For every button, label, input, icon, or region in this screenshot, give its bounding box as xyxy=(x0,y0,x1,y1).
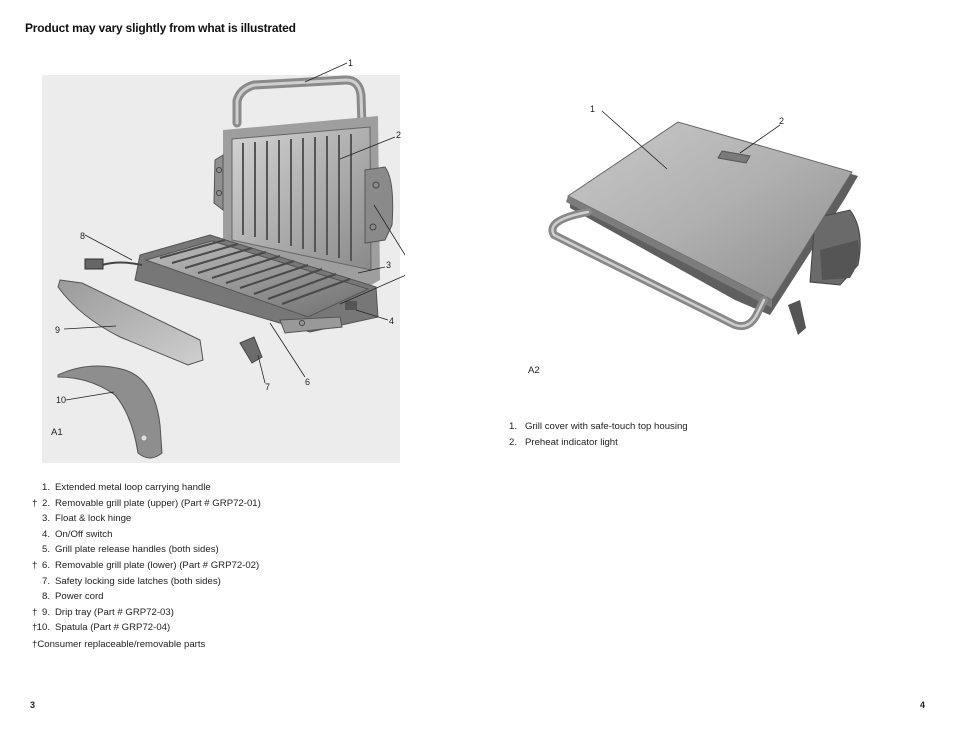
figure-a2-closed-grill: 1 2 xyxy=(548,104,861,335)
footnote: †Consumer replaceable/removable parts xyxy=(32,639,206,650)
page-number-right: 4 xyxy=(920,700,926,710)
list-item: † 6. Removable grill plate (lower) (Part… xyxy=(32,559,260,571)
grill-lid xyxy=(567,121,853,301)
spatula xyxy=(57,365,163,459)
upper-plate-ridges xyxy=(242,134,352,261)
left-release-handle xyxy=(213,154,224,212)
callout-2: 2 xyxy=(396,130,401,140)
figure-a1-open-grill: 1 2 3 5 4 6 7 8 9 10 xyxy=(42,58,405,463)
latch xyxy=(788,300,806,335)
callout-6: 6 xyxy=(305,377,310,387)
callout-10: 10 xyxy=(56,395,66,405)
list-item: † 9. Drip tray (Part # GRP72-03) xyxy=(32,606,174,618)
list-item: 8. Power cord xyxy=(41,591,104,603)
list-item: 7. Safety locking side latches (both sid… xyxy=(41,575,221,587)
lower-plate-ridges xyxy=(159,239,351,305)
list-item: 1. Extended metal loop carrying handle xyxy=(41,482,211,493)
parts-list-a2: 1. Grill cover with safe-touch top housi… xyxy=(505,419,805,450)
list-item: 3. Float & lock hinge xyxy=(41,513,132,525)
list-item: 5. Grill plate release handles (both sid… xyxy=(41,544,219,556)
parts-list-a1: 1. Extended metal loop carrying handle †… xyxy=(32,480,332,636)
callout-2: 2 xyxy=(779,116,784,126)
callout-9: 9 xyxy=(55,325,60,335)
latch xyxy=(239,336,263,364)
drip-tray xyxy=(57,279,204,366)
callout-4: 4 xyxy=(389,316,394,326)
list-item: † 2. Removable grill plate (upper) (Part… xyxy=(32,497,261,509)
page-heading: Product may vary slightly from what is i… xyxy=(25,21,296,35)
callout-lines xyxy=(63,62,405,401)
list-item: 1. Grill cover with safe-touch top housi… xyxy=(508,421,688,432)
callout-8: 8 xyxy=(80,231,85,241)
figure-a1-label: A1 xyxy=(51,427,63,438)
page-number-left: 3 xyxy=(30,700,36,710)
callout-lines xyxy=(601,110,781,170)
figure-a2-label: A2 xyxy=(528,365,540,376)
list-item: † 10. Spatula (Part # GRP72-04) xyxy=(32,622,171,634)
power-cord-plug xyxy=(84,258,104,270)
right-release-handle xyxy=(364,166,394,244)
callout-1: 1 xyxy=(348,58,353,68)
preheat-indicator-light xyxy=(717,150,751,164)
lower-grill-plate xyxy=(144,240,370,318)
callout-7: 7 xyxy=(265,382,270,392)
list-item: 2. Preheat indicator light xyxy=(508,436,618,448)
on-off-switch xyxy=(345,301,357,310)
callout-1: 1 xyxy=(590,104,595,114)
figure-a2-callout-labels: 1 2 xyxy=(590,104,784,126)
power-cord xyxy=(101,261,143,266)
figure-a1-callout-labels: 1 2 3 5 4 6 7 8 9 10 xyxy=(55,58,401,405)
list-item: 4. On/Off switch xyxy=(41,528,113,540)
callout-3: 3 xyxy=(386,260,391,270)
